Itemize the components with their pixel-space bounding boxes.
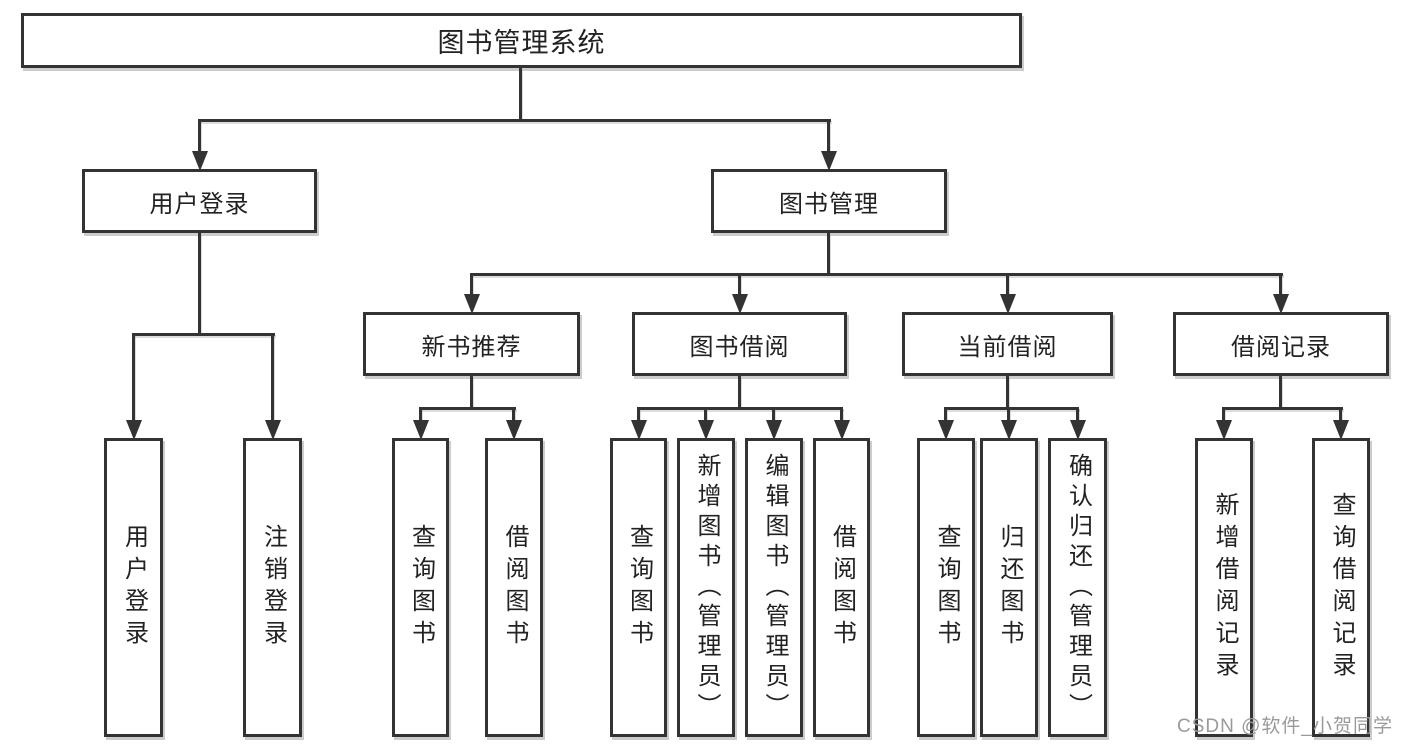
node-root-label: 图书管理系统 bbox=[437, 28, 606, 58]
arrowhead-icon bbox=[821, 151, 837, 171]
leaf-current-confirm-return-label: 确认归还（管理员） bbox=[1064, 452, 1092, 723]
leaf-user-login-label: 用户登录 bbox=[120, 523, 148, 652]
connector-borrowing-bus bbox=[637, 407, 843, 410]
connector-user-login-stem bbox=[198, 233, 201, 333]
connector-line bbox=[827, 119, 830, 153]
arrowhead-icon bbox=[834, 420, 850, 440]
node-root: 图书管理系统 bbox=[21, 13, 1022, 68]
connector-recommend-bus bbox=[419, 407, 516, 410]
connector-book-management-stem bbox=[827, 233, 830, 273]
connector-line bbox=[198, 119, 201, 153]
leaf-records-query-record-label: 查询借阅记录 bbox=[1328, 491, 1355, 684]
leaf-recommend-query-books-label: 查询图书 bbox=[407, 523, 435, 652]
arrowhead-icon bbox=[766, 420, 782, 440]
arrowhead-icon bbox=[192, 151, 208, 171]
connector-book-management-bus bbox=[470, 273, 1283, 276]
connector-line bbox=[1339, 407, 1342, 422]
leaf-current-confirm-return: 确认归还（管理员） bbox=[1048, 438, 1107, 737]
node-new-book-recommend: 新书推荐 bbox=[363, 312, 580, 376]
connector-line bbox=[1006, 273, 1009, 296]
leaf-logout-login: 注销登录 bbox=[243, 438, 302, 737]
connector-records-bus bbox=[1222, 407, 1343, 410]
leaf-recommend-borrow-books-label: 借阅图书 bbox=[501, 523, 528, 652]
leaf-borrowing-query-books: 查询图书 bbox=[610, 438, 667, 737]
arrowhead-icon bbox=[265, 420, 281, 440]
connector-line bbox=[637, 407, 640, 422]
leaf-current-query-books: 查询图书 bbox=[917, 438, 975, 737]
leaf-records-add-record-label: 新增借阅记录 bbox=[1211, 491, 1238, 684]
arrowhead-icon bbox=[126, 420, 142, 440]
connector-line bbox=[271, 333, 274, 422]
connector-line bbox=[840, 407, 843, 422]
node-book-management: 图书管理 bbox=[711, 169, 947, 233]
leaf-current-return-books-label: 归还图书 bbox=[996, 523, 1023, 652]
connector-line bbox=[512, 407, 515, 422]
leaf-recommend-query-books: 查询图书 bbox=[392, 438, 449, 737]
csdn-watermark: CSDN @软件_小贺同学 bbox=[1177, 716, 1393, 737]
arrowhead-icon bbox=[938, 420, 954, 440]
node-book-borrowing-label: 图书借阅 bbox=[689, 333, 790, 361]
connector-line bbox=[470, 273, 473, 296]
arrowhead-icon bbox=[1000, 294, 1016, 314]
arrowhead-icon bbox=[1333, 420, 1349, 440]
arrowhead-icon bbox=[506, 420, 522, 440]
node-borrowing-records: 借阅记录 bbox=[1173, 312, 1389, 376]
connector-line bbox=[944, 407, 947, 422]
connector-line bbox=[772, 407, 775, 422]
node-borrowing-records-label: 借阅记录 bbox=[1231, 333, 1331, 361]
leaf-user-login: 用户登录 bbox=[104, 438, 163, 737]
connector-recommend-stem bbox=[470, 376, 473, 407]
arrowhead-icon bbox=[631, 420, 647, 440]
connector-user-login-bus bbox=[132, 333, 275, 336]
connector-records-stem bbox=[1279, 376, 1282, 407]
leaf-current-return-books: 归还图书 bbox=[980, 438, 1038, 737]
leaf-borrowing-edit-books: 编辑图书（管理员） bbox=[745, 438, 803, 737]
arrowhead-icon bbox=[413, 420, 429, 440]
leaf-borrowing-query-books-label: 查询图书 bbox=[625, 523, 653, 652]
node-user-login: 用户登录 bbox=[82, 169, 317, 233]
connector-borrowing-stem bbox=[738, 376, 741, 407]
leaf-records-add-record: 新增借阅记录 bbox=[1195, 438, 1253, 737]
node-book-management-label: 图书管理 bbox=[779, 190, 879, 218]
leaf-recommend-borrow-books: 借阅图书 bbox=[485, 438, 543, 737]
connector-line bbox=[1279, 273, 1282, 296]
leaf-current-query-books-label: 查询图书 bbox=[933, 523, 960, 652]
node-new-book-recommend-label: 新书推荐 bbox=[421, 333, 522, 361]
arrowhead-icon bbox=[1216, 420, 1232, 440]
leaf-borrowing-edit-books-label: 编辑图书（管理员） bbox=[761, 452, 788, 723]
connector-line bbox=[1007, 407, 1010, 422]
leaf-borrowing-borrow-books: 借阅图书 bbox=[813, 438, 870, 737]
connector-line bbox=[1076, 407, 1079, 422]
leaf-borrowing-borrow-books-label: 借阅图书 bbox=[828, 523, 856, 652]
connector-line bbox=[419, 407, 422, 422]
leaf-borrowing-add-books-label: 新增图书（管理员） bbox=[693, 452, 720, 723]
arrowhead-icon bbox=[464, 294, 480, 314]
arrowhead-icon bbox=[1273, 294, 1289, 314]
connector-root-stem bbox=[519, 68, 522, 119]
leaf-logout-login-label: 注销登录 bbox=[259, 523, 287, 652]
node-current-borrowing-label: 当前借阅 bbox=[957, 333, 1058, 361]
connector-line bbox=[1222, 407, 1225, 422]
connector-line bbox=[704, 407, 707, 422]
connector-line bbox=[738, 273, 741, 296]
arrowhead-icon bbox=[1001, 420, 1017, 440]
leaf-borrowing-add-books: 新增图书（管理员） bbox=[677, 438, 735, 737]
connector-current-stem bbox=[1006, 376, 1009, 407]
arrowhead-icon bbox=[1070, 420, 1086, 440]
node-current-borrowing: 当前借阅 bbox=[902, 312, 1113, 376]
arrowhead-icon bbox=[698, 420, 714, 440]
arrowhead-icon bbox=[732, 294, 748, 314]
connector-root-bus bbox=[198, 119, 831, 122]
node-book-borrowing: 图书借阅 bbox=[632, 312, 847, 376]
connector-current-bus bbox=[944, 407, 1079, 410]
connector-line bbox=[132, 333, 135, 422]
leaf-records-query-record: 查询借阅记录 bbox=[1312, 438, 1370, 737]
node-user-login-label: 用户登录 bbox=[149, 190, 250, 218]
